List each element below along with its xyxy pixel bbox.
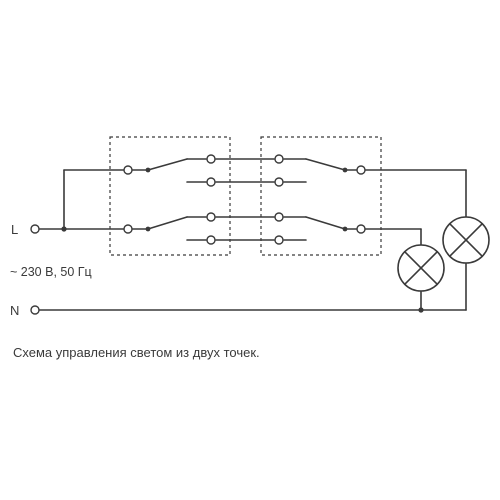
- diagram-caption: Схема управления светом из двух точек.: [13, 345, 260, 360]
- neutral-wiring: [38, 307, 467, 313]
- lamp-back: [442, 216, 490, 264]
- switch-left: [131, 158, 207, 241]
- voltage-label: ~ 230 В, 50 Гц: [10, 265, 92, 279]
- switch-right: [283, 158, 358, 241]
- traveler-wires: [215, 158, 275, 241]
- switch-right-enclosure: [260, 136, 382, 256]
- phase-wiring: [38, 169, 125, 232]
- terminal-N: [30, 305, 40, 315]
- terminals: [30, 154, 366, 315]
- terminal-L: [30, 224, 40, 234]
- switch-left-enclosure: [109, 136, 231, 256]
- phase-label: L: [11, 222, 18, 237]
- lamp-front: [397, 244, 445, 292]
- lamp-wiring: [364, 169, 467, 311]
- neutral-label: N: [10, 303, 19, 318]
